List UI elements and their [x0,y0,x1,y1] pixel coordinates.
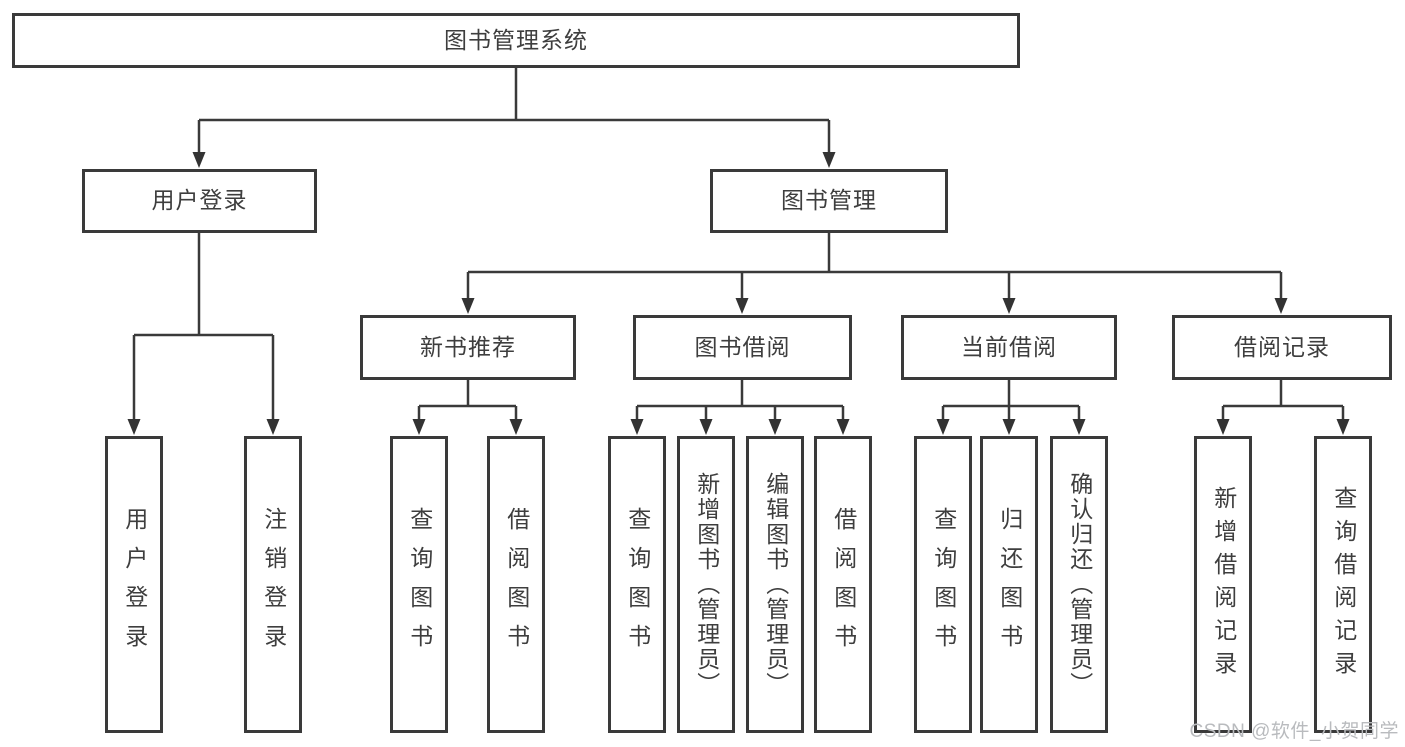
node-book-borrow: 图书借阅 [633,315,852,380]
leaf-add-borrow-record: 新增借阅记录 [1194,436,1252,733]
leaf-query-books-current: 查询图书 [914,436,972,733]
node-book-management: 图书管理 [710,169,948,233]
leaf-logout: 注销登录 [244,436,302,733]
leaf-query-borrow-record: 查询借阅记录 [1314,436,1372,733]
leaf-query-books-recommend: 查询图书 [390,436,448,733]
csdn-watermark: CSDN @软件_小贺同学 [1189,721,1399,742]
leaf-confirm-return-admin: 确认归还（管理员） [1050,436,1108,733]
leaf-add-book-admin: 新增图书（管理员） [677,436,735,733]
leaf-edit-book-admin: 编辑图书（管理员） [746,436,804,733]
leaf-query-books-borrow: 查询图书 [608,436,666,733]
node-user-login: 用户登录 [82,169,317,233]
node-new-book-recommend: 新书推荐 [360,315,576,380]
leaf-return-book: 归还图书 [980,436,1038,733]
node-borrow-records: 借阅记录 [1172,315,1392,380]
node-library-system-root: 图书管理系统 [12,13,1020,68]
leaf-borrow-books-recommend: 借阅图书 [487,436,545,733]
leaf-user-login: 用户登录 [105,436,163,733]
node-current-borrow: 当前借阅 [901,315,1117,380]
leaf-borrow-books: 借阅图书 [814,436,872,733]
